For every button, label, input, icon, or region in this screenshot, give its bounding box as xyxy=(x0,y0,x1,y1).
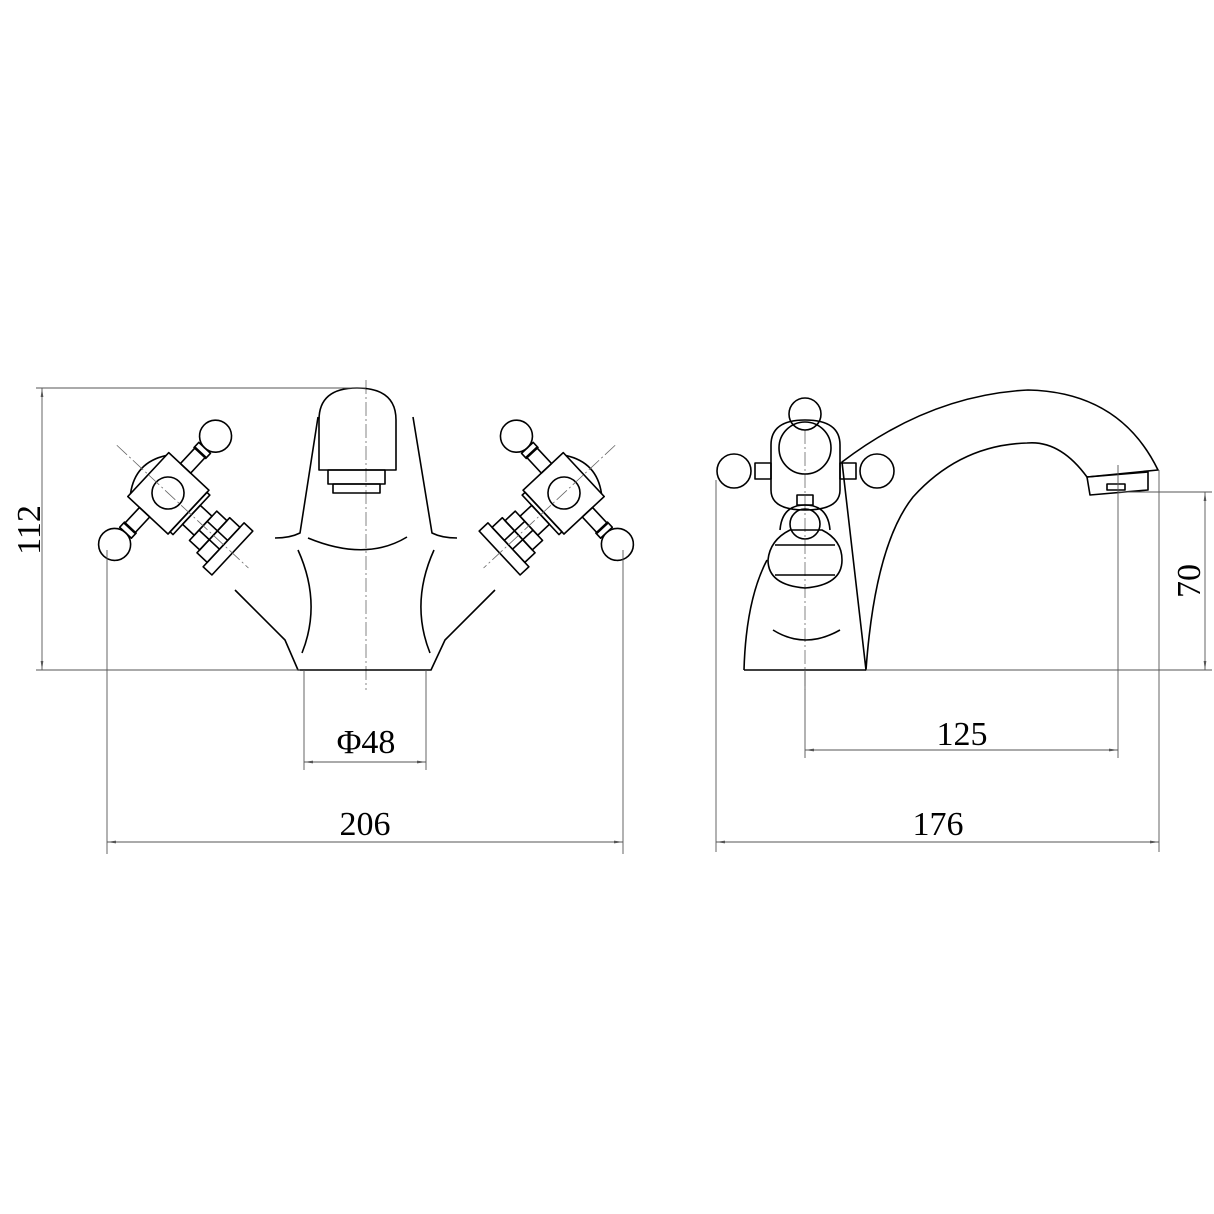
front-dimensions: 112 Φ48 206 xyxy=(11,387,624,854)
projection-dimension-label: 125 xyxy=(937,716,988,753)
width-dimension-label: 206 xyxy=(340,806,391,843)
depth-dimension-label: 176 xyxy=(913,806,964,843)
side-view xyxy=(716,389,1159,690)
left-cross-handle xyxy=(54,378,311,635)
right-cross-handle xyxy=(421,378,678,635)
diameter-dimension-label: Φ48 xyxy=(337,724,396,761)
height-dimension-label: 112 xyxy=(11,505,48,555)
spout-height-dimension-label: 70 xyxy=(1171,564,1208,598)
side-dimensions: 176 125 70 xyxy=(715,465,1212,852)
front-view xyxy=(54,378,678,690)
